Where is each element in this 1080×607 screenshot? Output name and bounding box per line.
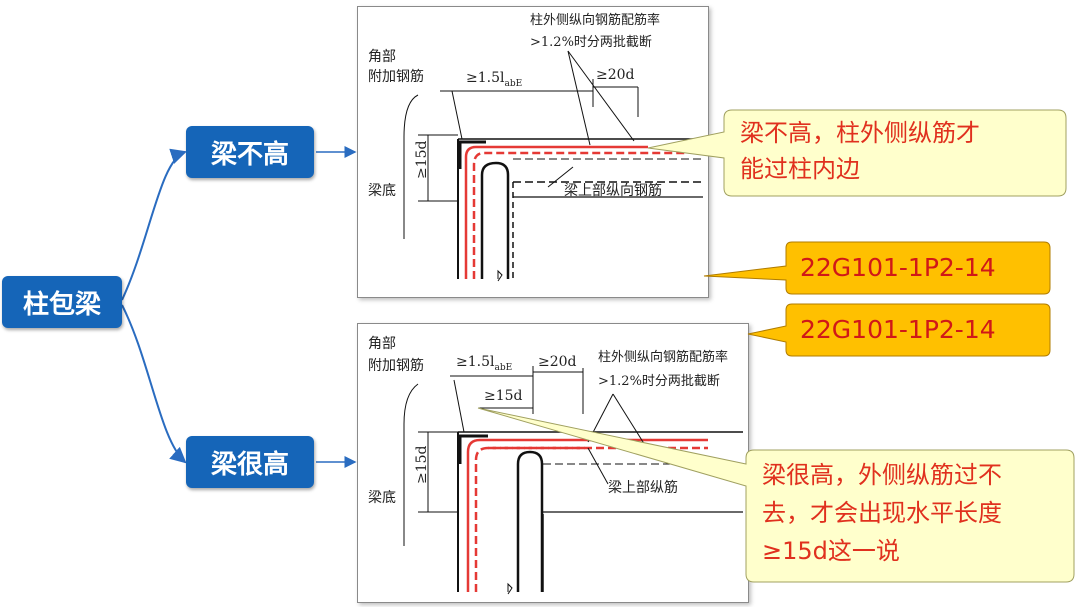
beam-bottom-label: 梁底	[368, 490, 396, 506]
anchor-length-label: ≥1.5labE	[466, 70, 523, 89]
top-detail-lines	[403, 50, 703, 282]
branch-node-high-beam: 梁很高	[186, 436, 314, 488]
bottom-note-line: 去，才会出现水平长度	[762, 499, 1002, 527]
beam-top-bar-label: 梁上部纵向钢筋	[564, 183, 662, 199]
corner-bar-label: 角部	[368, 49, 396, 65]
bottom-note-line: ≥15d这一说	[762, 537, 900, 565]
height-15d-label: ≥15d	[414, 140, 430, 179]
code-ref-callout-1: 22G101-1P2-14	[800, 250, 1040, 286]
bottom-note-line: 梁很高，外侧纵筋过不	[762, 461, 1002, 489]
offset-length-label: ≥20d	[596, 67, 635, 83]
ratio-note: 柱外侧纵向钢筋配筋率	[598, 350, 729, 365]
ratio-note: >1.2%时分两批截断	[530, 35, 652, 50]
offset-length-label: ≥20d	[538, 354, 577, 370]
bottom-note-callout: 梁很高，外侧纵筋过不 去，才会出现水平长度 ≥15d这一说	[762, 456, 1068, 576]
top-detail-drawing: 角部 附加钢筋 ≥1.5labE ≥20d 柱外侧纵向钢筋配筋率 >1.2%时分…	[357, 6, 709, 298]
beam-bottom-label: 梁底	[368, 183, 396, 199]
horizontal-15d-label: ≥15d	[484, 388, 523, 404]
corner-bar-label: 角部	[368, 336, 396, 352]
bottom-detail-drawing: 角部 附加钢筋 ≥1.5labE ≥20d ≥15d 柱外侧纵向钢筋配筋率 >1…	[357, 323, 749, 603]
code-ref-text: 22G101-1P2-14	[800, 253, 996, 282]
code-ref-callout-2: 22G101-1P2-14	[800, 312, 1040, 348]
branch-label: 梁不高	[210, 139, 289, 170]
root-node: 柱包梁	[2, 276, 122, 328]
anchor-length-label: ≥1.5labE	[456, 354, 513, 373]
corner-bar-label: 附加钢筋	[368, 69, 424, 85]
top-note-line: 梁不高，柱外侧纵筋才	[740, 119, 980, 147]
top-note-line: 能过柱内边	[740, 155, 860, 183]
ratio-note: >1.2%时分两批截断	[598, 374, 720, 389]
ratio-note: 柱外侧纵向钢筋配筋率	[530, 13, 661, 28]
beam-top-bar-label: 梁上部纵筋	[608, 480, 678, 496]
top-note-callout: 梁不高，柱外侧纵筋才 能过柱内边	[740, 116, 1060, 192]
root-label: 柱包梁	[22, 289, 101, 320]
corner-bar-label: 附加钢筋	[368, 358, 424, 374]
branch-node-low-beam: 梁不高	[186, 126, 314, 178]
height-15d-label: ≥15d	[414, 445, 430, 484]
branch-label: 梁很高	[210, 449, 289, 480]
code-ref-text: 22G101-1P2-14	[800, 315, 996, 344]
